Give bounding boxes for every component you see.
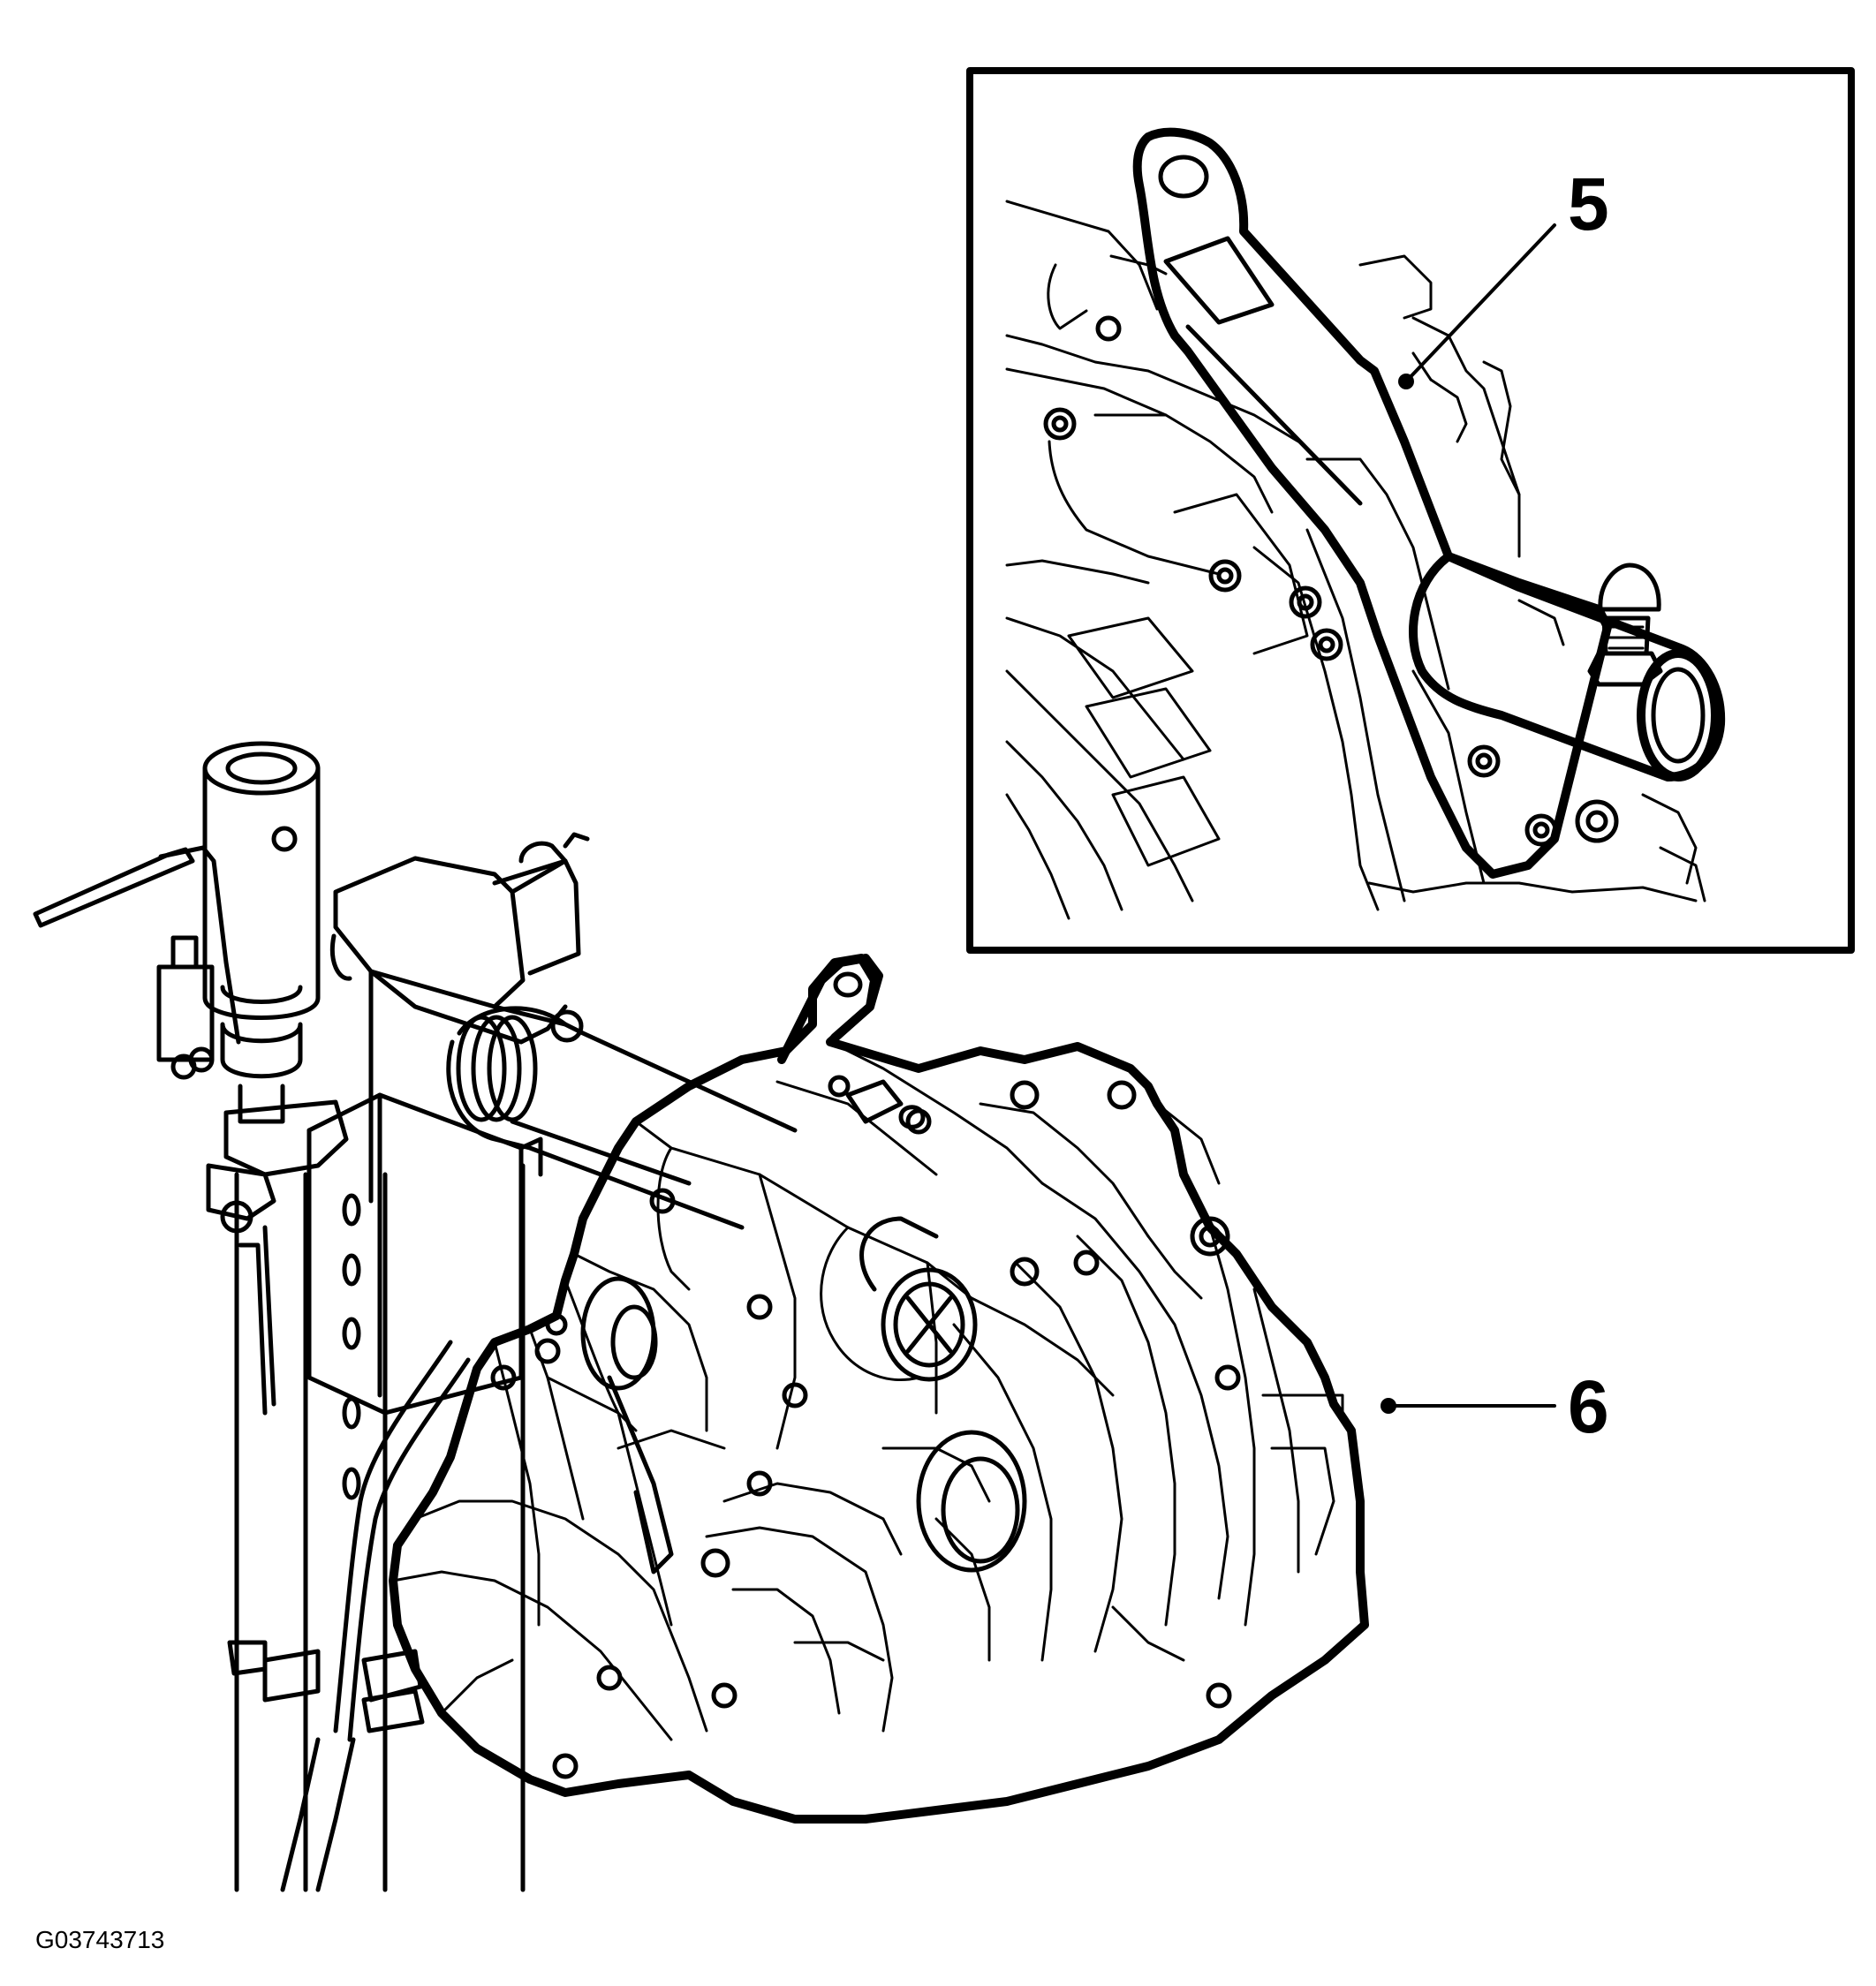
breather-vent — [845, 1079, 926, 1129]
callout-6-label: 6 — [1568, 1365, 1609, 1448]
callout-6: 6 — [1381, 1365, 1609, 1448]
figure-code: G03743713 — [35, 1926, 164, 1953]
lifting-eye-hole — [833, 971, 863, 998]
transmission-stand — [33, 741, 798, 1892]
lifting-bracket — [1132, 127, 1612, 879]
inset-housing — [1005, 200, 1706, 920]
callout-5: 5 — [1398, 162, 1609, 389]
inset-frame — [966, 67, 1855, 954]
pin-assembly — [1409, 552, 1726, 782]
callout-5-dot — [1398, 374, 1414, 389]
lifting-eye — [777, 954, 883, 1064]
inset-detail: 5 — [966, 67, 1855, 954]
output-seal — [580, 1276, 1027, 1574]
housing-bolts — [490, 1075, 1241, 1779]
callout-5-label: 5 — [1568, 162, 1609, 245]
drain-plug — [859, 1216, 978, 1382]
inset-bolts — [1043, 315, 1619, 847]
callout-6-dot — [1381, 1398, 1396, 1414]
transmission-housing: 6 — [389, 954, 1609, 1824]
